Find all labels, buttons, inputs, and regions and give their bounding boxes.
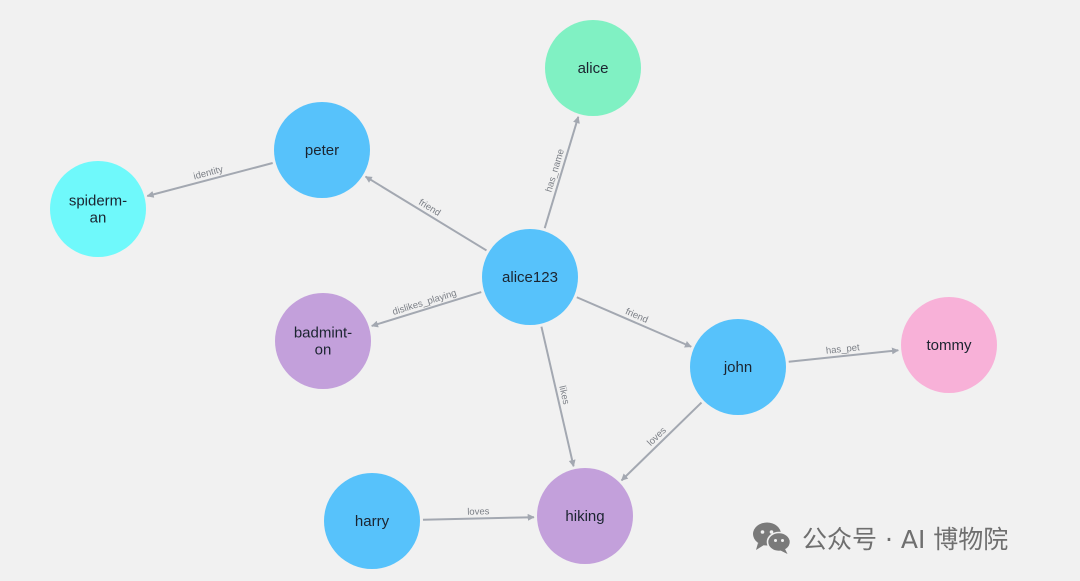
node-label: spiderm- bbox=[69, 193, 127, 210]
edge-john-hiking: loves bbox=[620, 401, 703, 482]
node-circle[interactable] bbox=[545, 20, 641, 116]
edge-label: has_pet bbox=[825, 342, 860, 356]
node-circle[interactable] bbox=[901, 297, 997, 393]
edge-label: likes bbox=[556, 385, 571, 406]
node-label: an bbox=[90, 210, 107, 227]
edge-line bbox=[620, 401, 703, 482]
node-label: on bbox=[315, 342, 332, 359]
edge-line bbox=[371, 291, 482, 328]
node-circle[interactable] bbox=[690, 319, 786, 415]
edge-john-tommy: has_pet bbox=[788, 342, 899, 363]
wechat-icon bbox=[753, 522, 792, 554]
node-circle[interactable] bbox=[50, 161, 146, 257]
node-label: hiking bbox=[565, 508, 604, 525]
watermark-text: 公众号 · AI 博物院 bbox=[802, 525, 1009, 554]
edge-line bbox=[364, 175, 487, 252]
edge-line bbox=[576, 296, 692, 348]
node-alice123[interactable]: alice123 bbox=[482, 229, 578, 325]
nodes-layer: alice123 alice peter spiderm-an badmint-on jo… bbox=[50, 20, 997, 569]
edge-alice123-alice: has_name bbox=[543, 116, 580, 229]
node-circle[interactable] bbox=[482, 229, 578, 325]
node-harry[interactable]: harry bbox=[324, 473, 420, 569]
node-hiking[interactable]: hiking bbox=[537, 468, 633, 564]
edge-label: has_name bbox=[544, 148, 567, 194]
node-label: john bbox=[723, 359, 752, 376]
edge-alice123-badminton: dislikes_playing bbox=[371, 288, 482, 328]
node-spiderman[interactable]: spiderm-an bbox=[50, 161, 146, 257]
node-label: peter bbox=[305, 142, 339, 159]
node-circle[interactable] bbox=[274, 102, 370, 198]
node-alice[interactable]: alice bbox=[545, 20, 641, 116]
node-badminton[interactable]: badmint-on bbox=[275, 293, 371, 389]
node-peter[interactable]: peter bbox=[274, 102, 370, 198]
edge-alice123-john: friend bbox=[576, 296, 692, 348]
edge-line bbox=[543, 116, 580, 229]
node-circle[interactable] bbox=[324, 473, 420, 569]
node-circle[interactable] bbox=[275, 293, 371, 389]
edge-peter-spiderman: identity bbox=[146, 162, 273, 198]
node-circle[interactable] bbox=[537, 468, 633, 564]
edge-label: loves bbox=[467, 506, 490, 518]
edge-alice123-peter: friend bbox=[364, 175, 487, 252]
edge-harry-hiking: loves bbox=[422, 506, 535, 521]
edge-line bbox=[788, 347, 899, 363]
edge-alice123-hiking: likes bbox=[540, 326, 576, 467]
node-label: harry bbox=[355, 513, 390, 530]
node-tommy[interactable]: tommy bbox=[901, 297, 997, 393]
node-label: alice123 bbox=[502, 269, 558, 286]
node-john[interactable]: john bbox=[690, 319, 786, 415]
node-label: alice bbox=[578, 60, 609, 77]
edge-line bbox=[540, 326, 576, 467]
edge-line bbox=[422, 513, 535, 521]
node-label: badmint- bbox=[294, 325, 352, 342]
watermark: 公众号 · AI 博物院 bbox=[752, 518, 1008, 558]
node-label: tommy bbox=[927, 337, 973, 354]
edge-line bbox=[146, 162, 273, 198]
